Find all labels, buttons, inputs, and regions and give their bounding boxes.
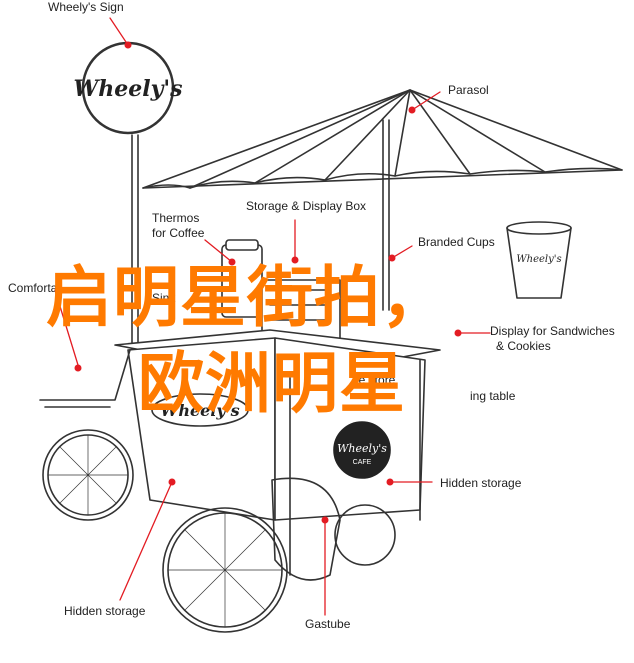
callout-dots <box>74 41 462 524</box>
callout-leaders <box>54 17 491 616</box>
label-sink: Sink <box>152 291 176 305</box>
label-hidden-storage-right: Hidden storage <box>440 476 522 490</box>
cart-logo: Wheely's <box>160 401 239 420</box>
badge-name: Wheely's <box>337 442 387 455</box>
overlay-title-line2: 欧洲明星 <box>138 345 406 422</box>
label-gastube: Gastube <box>305 617 351 631</box>
label-cookies: & Cookies <box>496 339 551 353</box>
badge-sub: CAFE <box>353 459 372 466</box>
label-branded-cups: Branded Cups <box>418 235 495 249</box>
overlay-title-line1: 启明星街拍， <box>46 259 448 336</box>
label-thermos-2: for Coffee <box>152 226 205 240</box>
label-table: ing table <box>470 389 516 403</box>
parasol-graphic <box>142 89 623 311</box>
label-hidden-storage-bottom: Hidden storage <box>64 604 146 618</box>
label-storage: ge store <box>352 373 396 387</box>
label-thermos-1: Thermos <box>152 211 200 225</box>
label-sign: Wheely's Sign <box>48 0 124 14</box>
cup-graphic: Wheely's <box>506 221 572 299</box>
label-parasol: Parasol <box>448 83 489 97</box>
label-comfort: Comforta <box>8 281 58 295</box>
wheels-graphic <box>42 429 396 633</box>
cup-logo: Wheely's <box>516 254 561 265</box>
label-display-sandwiches: Display for Sandwiches <box>490 324 615 338</box>
sign-logo: Wheely's <box>74 76 183 102</box>
label-storage-display: Storage & Display Box <box>246 199 367 213</box>
display-box-graphic <box>261 279 341 341</box>
cart-body-graphic: Wheely's Wheely's CAFE <box>39 329 441 581</box>
